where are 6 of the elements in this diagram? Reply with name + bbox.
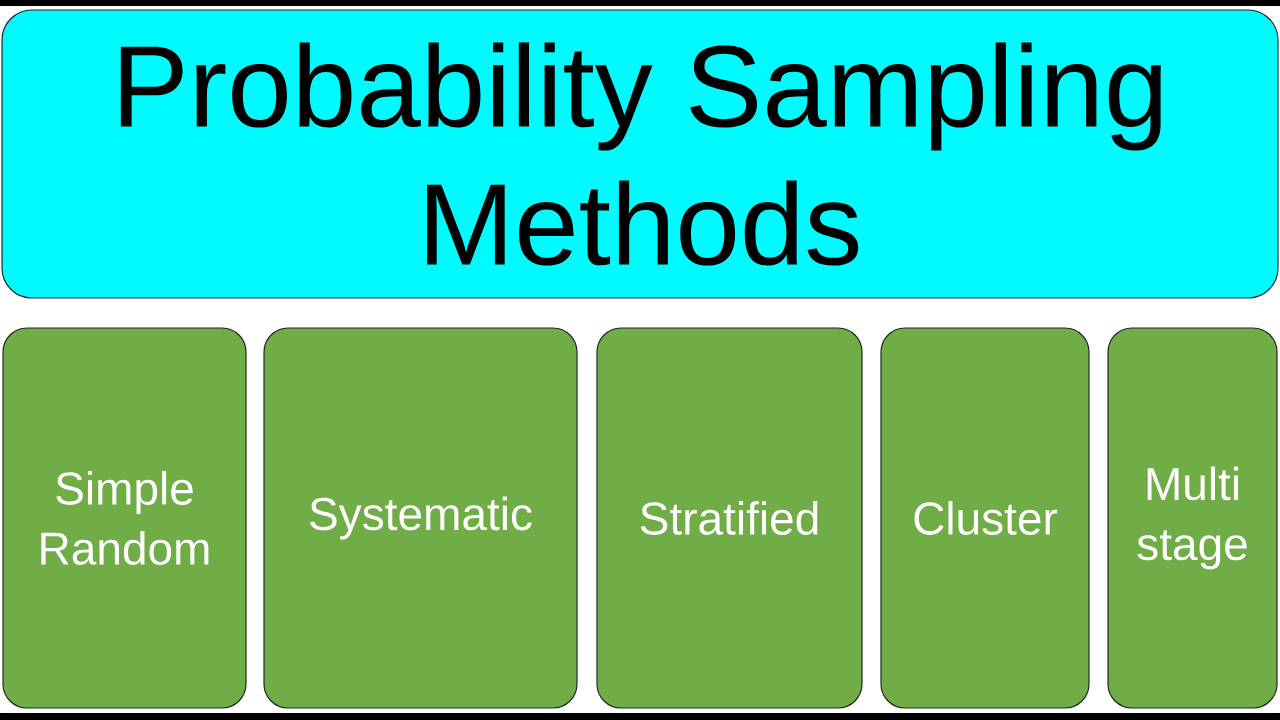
category-box: Simple Random [2,327,247,709]
category-box: Stratified [596,327,863,709]
category-box: Systematic [263,327,578,709]
category-box: Cluster [880,327,1090,709]
category-box: Multi stage [1107,327,1278,709]
heading-box: Probability Sampling Methods [1,9,1279,299]
